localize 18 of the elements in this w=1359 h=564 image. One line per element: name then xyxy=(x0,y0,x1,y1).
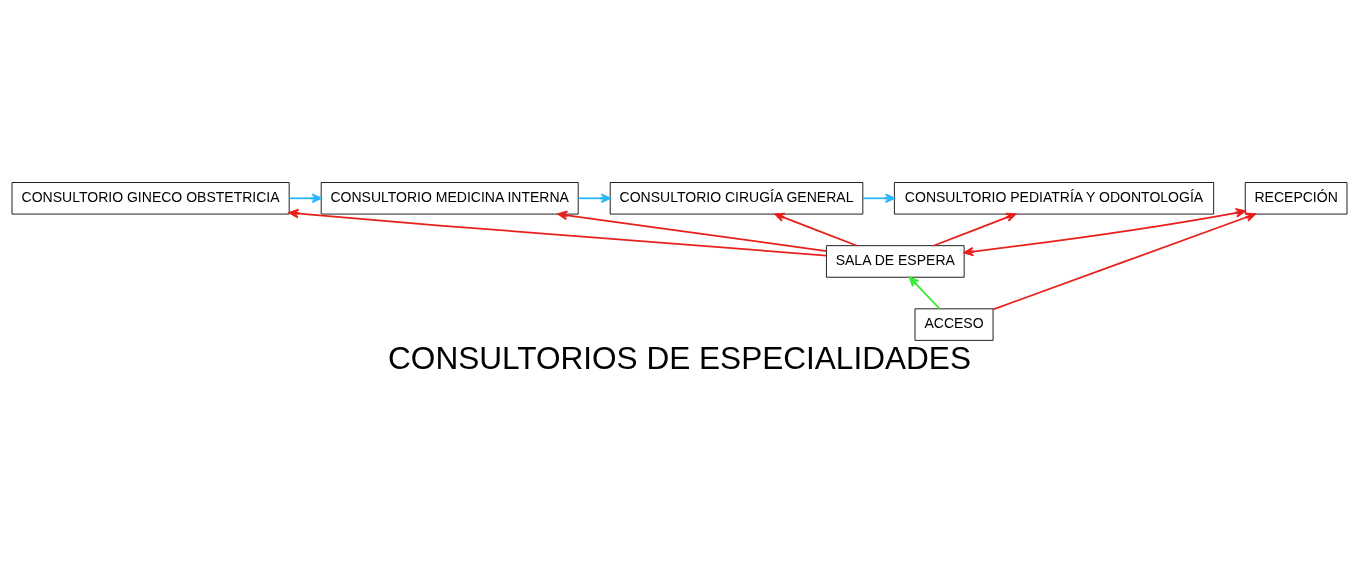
node-box: CONSULTORIO GINECO OBSTETRICIA xyxy=(11,181,290,214)
node-box: CONSULTORIO MEDICINA INTERNA xyxy=(320,181,579,214)
node-box: CONSULTORIO PEDIATRÍA Y ODONTOLOGÍA xyxy=(893,181,1215,214)
arrow xyxy=(933,212,1017,246)
node-box: SALA DE ESPERA xyxy=(825,244,965,278)
arrow xyxy=(862,192,896,203)
arrow xyxy=(288,208,828,256)
arrow xyxy=(557,210,828,252)
node-box: ACCESO xyxy=(914,307,994,341)
diagram-title: CONSULTORIOS DE ESPECIALIDADES xyxy=(388,339,971,376)
arrow xyxy=(963,207,1246,256)
node-box: CONSULTORIO CIRUGÍA GENERAL xyxy=(609,181,864,214)
arrow xyxy=(908,275,941,309)
arrow xyxy=(288,192,322,203)
node-box: RECEPCIÓN xyxy=(1244,181,1348,214)
arrow xyxy=(992,212,1256,310)
arrow xyxy=(577,192,611,203)
arrow xyxy=(774,212,858,246)
